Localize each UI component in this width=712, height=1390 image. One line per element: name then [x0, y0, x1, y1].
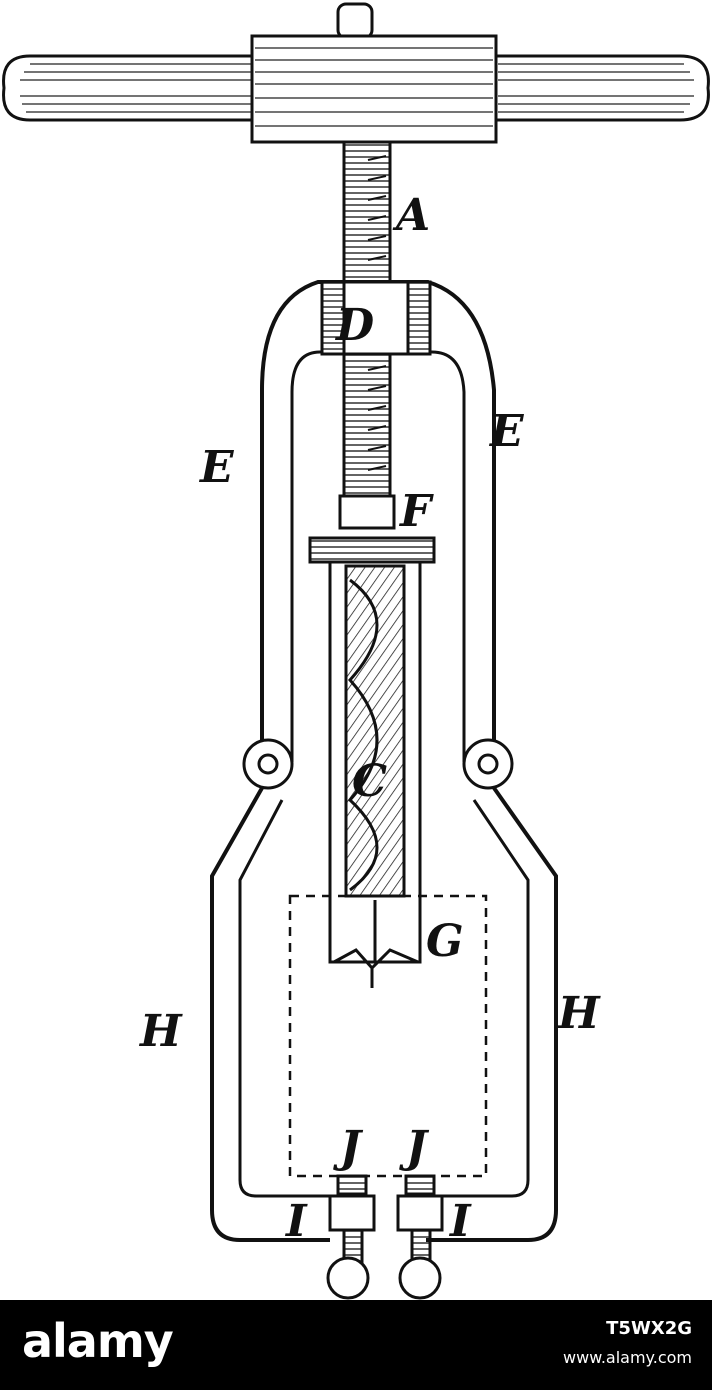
site-url: www.alamy.com: [563, 1348, 692, 1367]
brand-logo: alamy: [22, 1314, 174, 1368]
handle-cap: [336, 2, 374, 40]
label-a: A: [392, 190, 430, 241]
watermark-footer: alamy T5WX2G www.alamy.com: [0, 1300, 712, 1390]
label-e-left: E: [198, 442, 235, 493]
label-h-right: H: [556, 988, 601, 1039]
handle-left-grip: [2, 54, 257, 122]
label-i-right: I: [448, 1196, 472, 1247]
screw-left: [326, 1174, 376, 1300]
label-i-left: I: [284, 1196, 308, 1247]
label-j-right: J: [399, 1122, 430, 1173]
label-f: F: [398, 486, 434, 537]
t-handle: [2, 2, 710, 144]
dashed-box-g: [288, 894, 488, 1178]
pivot-left: [242, 738, 294, 790]
diagram-canvas: A D E E F C G H H J J I I: [2, 2, 710, 1300]
label-g: G: [426, 916, 464, 967]
screw-right: [396, 1174, 444, 1300]
handle-hub: [250, 34, 498, 144]
collar-f: [308, 494, 436, 564]
label-j-left: J: [333, 1122, 364, 1173]
nut-d: [320, 280, 432, 356]
lower-frame: [210, 786, 558, 1242]
label-d: D: [334, 300, 374, 351]
image-id: T5WX2G: [606, 1318, 692, 1339]
label-e-right: E: [488, 406, 525, 457]
label-h-left: H: [138, 1006, 183, 1057]
label-c: C: [352, 756, 387, 807]
handle-right-grip: [493, 54, 710, 122]
pivot-right: [462, 738, 514, 790]
